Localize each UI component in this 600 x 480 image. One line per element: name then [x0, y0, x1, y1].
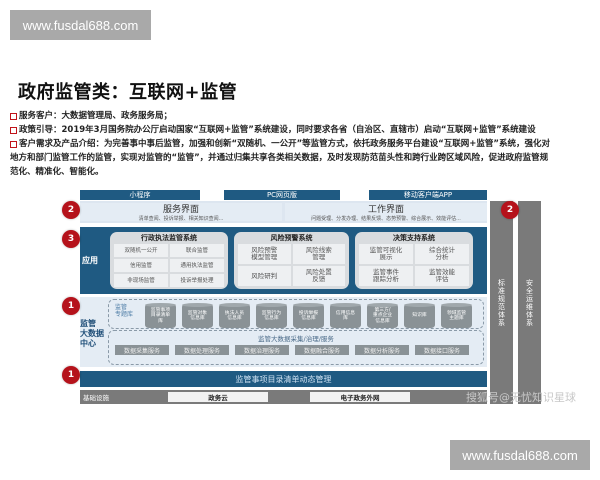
- channel-miniprogram: 小程序: [80, 190, 200, 200]
- badge-3: 3: [62, 230, 80, 248]
- badge-1: 1: [62, 297, 80, 315]
- standards-system-bar: 标准规范体系: [490, 201, 513, 404]
- database-icon: 第三方/ 重点企业 信息库: [367, 303, 398, 328]
- watermark-bottom: www.fusdal688.com: [450, 440, 590, 470]
- topic-db-group: 监管 专题库 监管事项 目录清单 库 监管对象 信息库 执法人员 信息库 监管行…: [108, 299, 484, 329]
- badge-2: 2: [62, 201, 80, 219]
- channel-pc-web: PC网页版: [224, 190, 340, 200]
- square-bullet-icon: [10, 112, 17, 120]
- big-data-center-layer: 监管 大数据 中心 监管 专题库 监管事项 目录清单 库 监管对象 信息库 执法…: [80, 297, 487, 367]
- list-management-bar: 监管事项目录清单动态管理: [80, 371, 487, 387]
- infrastructure-bar: 基础设施 政务云 电子政务外网: [80, 390, 487, 404]
- database-icon: 投诉举报 信息库: [293, 303, 324, 328]
- law-enforcement-system: 行政执法监管系统 双随机一公开 联合监管 信用监管 通用执法监管 非现场监管 投…: [110, 232, 228, 289]
- badge-1: 1: [62, 366, 80, 384]
- security-ops-system-bar: 安全运维体系: [518, 201, 541, 404]
- bullet-item: 政策引导：2019年3月国务院办公厅启动国家“互联网+监管”系统建设，同时要求各…: [10, 123, 595, 137]
- interface-layer: 服务界面 清单查阅、投诉举报、相关知识查阅... 工作界面 问题受理、分发办理、…: [80, 201, 487, 223]
- database-icon: 监管事项 目录清单 库: [145, 303, 176, 328]
- square-bullet-icon: [10, 126, 17, 134]
- database-icon: 监管对象 信息库: [182, 303, 213, 328]
- channel-mobile-app: 移动客户端APP: [369, 190, 487, 200]
- database-icon: 领域监管 主题库: [441, 303, 472, 328]
- bullet-list: 服务客户：大数据管理局、政务服务局； 政策引导：2019年3月国务院办公厅启动国…: [10, 109, 595, 179]
- source-credit: 搜狐号@无忧知识星球: [466, 391, 576, 404]
- architecture-diagram: 小程序 PC网页版 移动客户端APP 服务界面 清单查阅、投诉举报、相关知识查阅…: [60, 190, 580, 410]
- data-service-group: 监管大数据采集/治理/服务 数据采集服务 数据处理服务 数据治理服务 数据融合服…: [108, 330, 484, 365]
- database-icon: 执法人员 信息库: [219, 303, 250, 328]
- application-layer: 应用 行政执法监管系统 双随机一公开 联合监管 信用监管 通用执法监管 非现场监…: [80, 227, 487, 294]
- watermark-top: www.fusdal688.com: [10, 10, 151, 40]
- bullet-item: 服务客户：大数据管理局、政务服务局；: [10, 109, 595, 123]
- database-icon: 监管行为 信息库: [256, 303, 287, 328]
- channel-row: 小程序 PC网页版 移动客户端APP: [80, 190, 487, 200]
- page-title: 政府监管类：互联网+监管: [18, 82, 238, 103]
- work-interface: 工作界面 问题受理、分发办理、结果反馈、态势预警、综合展示、效能评估...: [285, 203, 487, 222]
- bullet-item: 客户需求及产品介绍：为完善事中事后监管，加强和创新“双随机、一公开”等监管方式，…: [10, 137, 595, 151]
- square-bullet-icon: [10, 140, 17, 148]
- database-icon: 信用信息 库: [330, 303, 361, 328]
- service-interface: 服务界面 清单查阅、投诉举报、相关知识查阅...: [80, 203, 282, 222]
- decision-support-system: 决策支持系统 监管可视化 展示 综合统计 分析 监管事件 跟踪分析 监管效能 评…: [355, 232, 473, 289]
- database-icon: 知识库: [404, 303, 435, 328]
- risk-warning-system: 风险预警系统 风险预警 模型管理 风险线索 管理 风险研判 风险处置 反馈: [234, 232, 349, 289]
- badge-2: 2: [501, 201, 519, 219]
